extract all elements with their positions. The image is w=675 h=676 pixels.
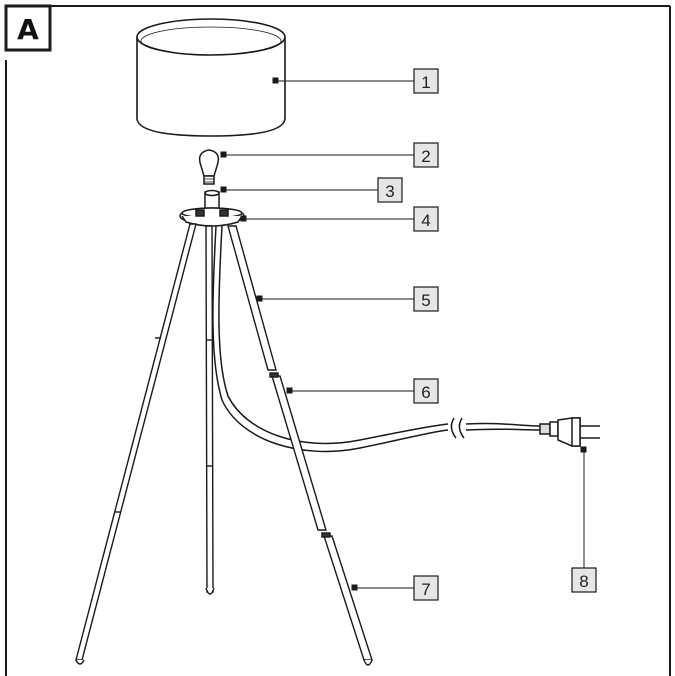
callout-2: 2 — [413, 142, 439, 168]
callout-4-number: 4 — [421, 211, 430, 230]
lampshade — [136, 18, 286, 137]
callout-5-number: 5 — [421, 291, 430, 310]
figure-label-text: A — [17, 13, 39, 46]
callout-2-number: 2 — [421, 147, 430, 166]
tripod-legs — [75, 223, 373, 666]
callout-1-number: 1 — [421, 73, 430, 92]
power-plug — [539, 417, 600, 447]
figure-label: A — [4, 4, 52, 52]
callout-6-number: 6 — [421, 383, 430, 402]
callout-7-number: 7 — [421, 580, 430, 599]
callout-8: 8 — [571, 567, 597, 593]
callout-8-number: 8 — [579, 572, 588, 591]
callout-7: 7 — [413, 575, 439, 601]
callout-3-number: 3 — [385, 182, 394, 201]
callout-4: 4 — [413, 206, 439, 232]
callout-1: 1 — [413, 68, 439, 94]
callout-6: 6 — [413, 378, 439, 404]
callout-5: 5 — [413, 286, 439, 312]
tripod-head — [179, 207, 245, 227]
leader-lines — [220, 77, 587, 591]
light-bulb — [198, 149, 220, 185]
callout-3: 3 — [377, 177, 403, 203]
figure-frame — [5, 5, 671, 676]
